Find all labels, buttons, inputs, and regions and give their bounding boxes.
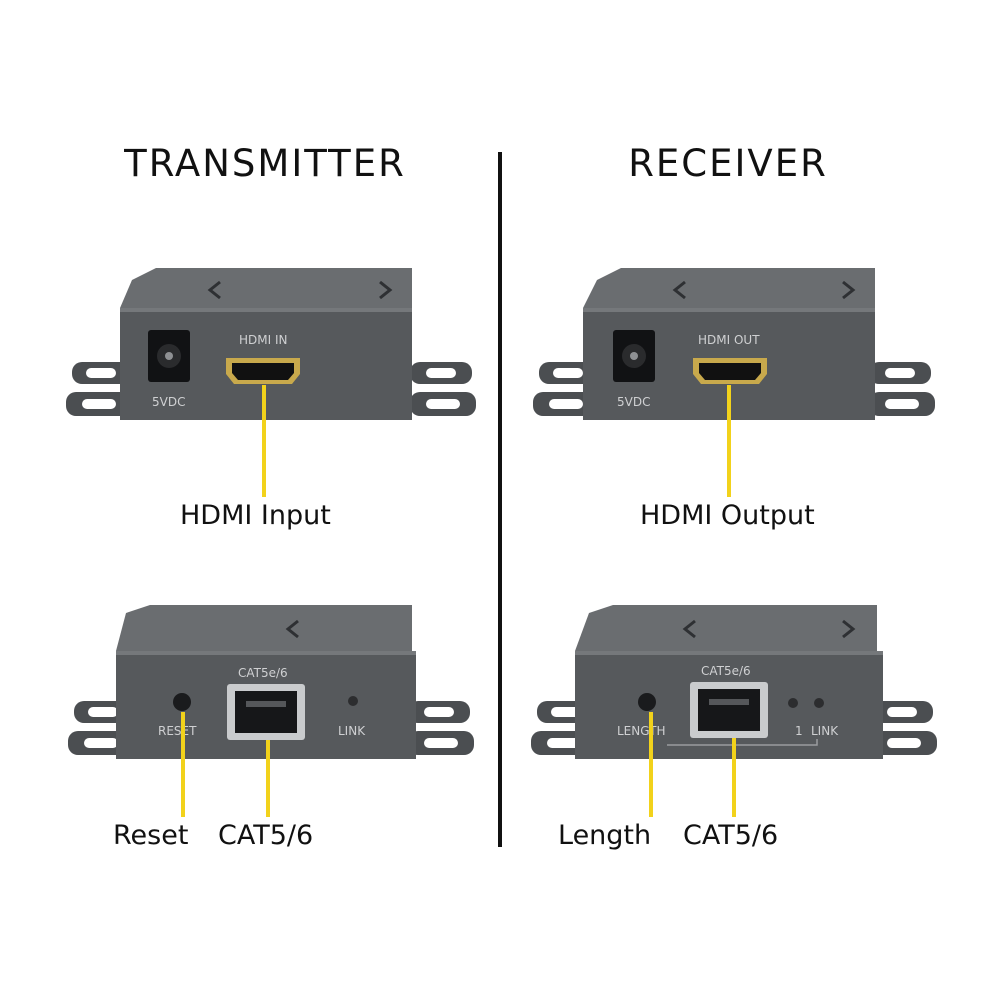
length-leader	[649, 712, 653, 817]
hdmi-output-callout: HDMI Output	[640, 500, 815, 531]
receiver-heading: RECEIVER	[628, 142, 828, 185]
center-divider	[498, 152, 502, 847]
length-callout: Length	[558, 820, 652, 851]
hdmi-port-label: HDMI IN	[239, 333, 288, 347]
reset-label: RESET	[158, 724, 197, 738]
led-1-label: 1	[795, 724, 803, 738]
reset-callout: Reset	[113, 820, 189, 851]
length-label: LENGTH	[617, 724, 665, 738]
hdmi-input-leader	[262, 385, 266, 497]
link-label: LINK	[338, 724, 366, 738]
power-label: 5VDC	[152, 395, 185, 409]
cat-port-label: CAT5e/6	[238, 666, 288, 680]
cat-port-label: CAT5e/6	[701, 664, 751, 678]
reset-button-icon	[173, 693, 191, 711]
transmitter-back-device: RESET CAT5e/6 LINK	[68, 605, 474, 759]
tx-cat-leader	[266, 740, 270, 817]
rx-cat-callout: CAT5/6	[683, 820, 779, 851]
link-led-icon	[348, 696, 358, 706]
reset-leader	[181, 712, 185, 817]
tx-cat-callout: CAT5/6	[218, 820, 314, 851]
transmitter-heading: TRANSMITTER	[124, 142, 406, 185]
hdmi-port-label: HDMI OUT	[698, 333, 760, 347]
receiver-front-device: 5VDC HDMI OUT	[533, 268, 935, 420]
mounting-ears	[66, 362, 476, 416]
link-label: LINK	[811, 724, 839, 738]
length-button-icon	[638, 693, 656, 711]
power-label: 5VDC	[617, 395, 650, 409]
receiver-back-device: LENGTH CAT5e/6 1 LINK	[531, 605, 937, 759]
rx-cat-leader	[732, 738, 736, 817]
transmitter-front-device: 5VDC HDMI IN	[66, 268, 476, 420]
link-led-icon	[814, 698, 824, 708]
led-1-icon	[788, 698, 798, 708]
hdmi-output-leader	[727, 385, 731, 497]
hdmi-input-callout: HDMI Input	[180, 500, 331, 531]
